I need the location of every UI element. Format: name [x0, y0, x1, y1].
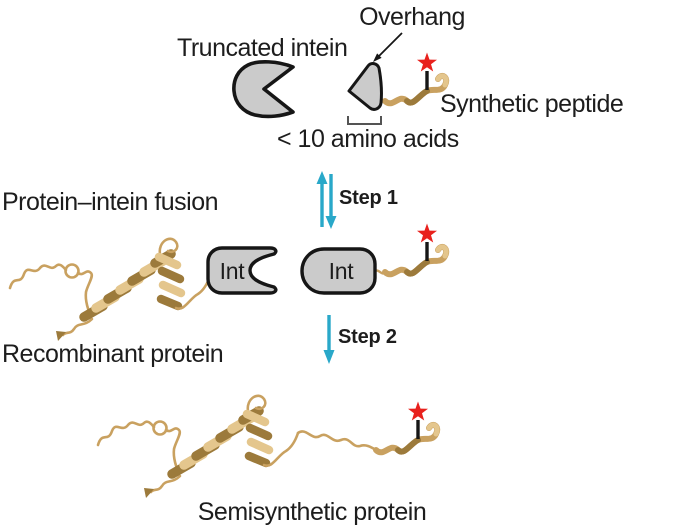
synthetic-peptide-bottom	[376, 402, 437, 453]
semisynthetic-protein-ribbon	[98, 396, 298, 498]
synthetic-peptide-middle	[385, 224, 446, 275]
int-right-shape	[300, 247, 377, 295]
step2-arrow	[323, 315, 335, 364]
protein-intein-fusion-label: Protein–intein fusion	[2, 188, 219, 216]
semisynthetic-protein-label: Semisynthetic protein	[197, 498, 427, 526]
overhang-wedge-shape	[347, 62, 383, 111]
ligation-linker-coil	[296, 430, 378, 452]
truncated-intein-label: Truncated intein	[177, 34, 348, 62]
int-left-shape	[206, 246, 278, 295]
step2-label: Step 2	[338, 326, 397, 348]
overhang-label: Overhang	[359, 3, 465, 31]
int-left-label: Int	[219, 258, 245, 284]
synthetic-peptide-top	[385, 53, 446, 104]
step1-equilibrium-arrows	[316, 171, 337, 229]
truncated-intein-shape	[232, 60, 295, 119]
step1-label: Step 1	[339, 187, 398, 209]
int-right-label: Int	[328, 258, 354, 284]
amino-acids-bracket	[347, 116, 382, 125]
recombinant-protein-ribbon	[10, 239, 210, 341]
amino-acids-label: < 10 amino acids	[277, 125, 459, 153]
synthetic-peptide-label: Synthetic peptide	[440, 90, 624, 118]
recombinant-protein-label: Recombinant protein	[2, 340, 224, 368]
overhang-arrow	[373, 32, 403, 62]
